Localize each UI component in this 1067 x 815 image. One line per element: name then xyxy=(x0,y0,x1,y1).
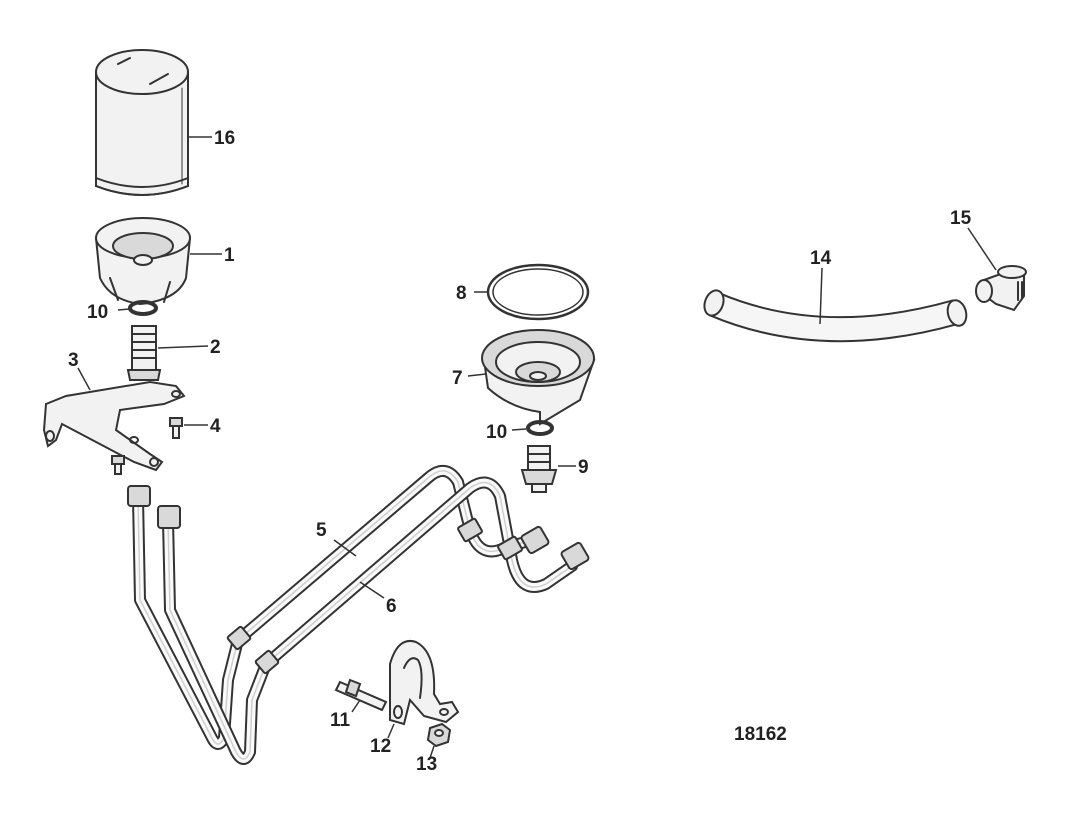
callout-11: 11 xyxy=(330,710,351,731)
bracket-screw-lower xyxy=(111,455,125,475)
figure-number: 18162 xyxy=(734,724,787,745)
callout-7: 7 xyxy=(452,368,463,389)
callout-2: 2 xyxy=(210,337,221,358)
hose-clamp xyxy=(389,640,460,726)
callout-10-lower: 10 xyxy=(486,422,507,443)
callout-3: 3 xyxy=(68,350,79,371)
callout-15: 15 xyxy=(950,208,972,229)
callout-9: 9 xyxy=(578,457,589,478)
adapter-fitting xyxy=(520,445,558,493)
callout-13: 13 xyxy=(416,754,437,775)
sealing-ring xyxy=(486,263,590,321)
hose xyxy=(703,289,968,343)
bracket-screw xyxy=(169,417,183,439)
callout-1: 1 xyxy=(224,245,235,266)
oil-line-6 xyxy=(162,476,578,765)
oil-filter xyxy=(95,49,189,196)
callout-6: 6 xyxy=(386,596,397,617)
callout-10-upper: 10 xyxy=(87,302,108,323)
threaded-fitting xyxy=(126,325,162,381)
callout-14: 14 xyxy=(810,248,832,269)
callout-12: 12 xyxy=(370,736,391,757)
callout-8: 8 xyxy=(456,283,467,304)
remote-filter-adapter xyxy=(481,329,596,426)
nut xyxy=(426,722,452,748)
o-ring-upper xyxy=(128,300,158,316)
callout-4: 4 xyxy=(210,416,221,437)
mounting-bracket xyxy=(42,380,186,472)
callout-16: 16 xyxy=(214,128,235,149)
callout-5: 5 xyxy=(316,520,327,541)
tube-fitting xyxy=(127,485,590,675)
filter-adapter xyxy=(94,217,192,306)
o-ring-lower xyxy=(526,420,554,436)
stud xyxy=(334,678,388,712)
elbow-fitting xyxy=(975,265,1027,312)
oil-line-5 xyxy=(132,465,538,750)
